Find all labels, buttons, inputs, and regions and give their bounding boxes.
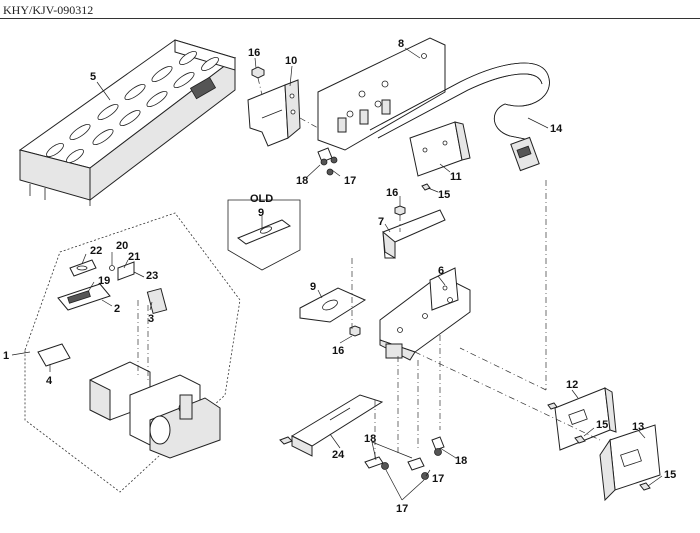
part-label-18: 18 [455, 455, 467, 467]
part-label-10: 10 [285, 55, 297, 67]
part-label-7: 7 [378, 216, 384, 228]
part-label-15: 15 [664, 469, 676, 481]
part-label-22: 22 [90, 245, 102, 257]
part-2-sensor-board [57, 283, 111, 311]
part-number-labels: 5 16 10 8 14 18 17 11 16 15 9 7 22 20 21… [3, 38, 676, 515]
part-label-2: 2 [114, 303, 120, 315]
part-18-17-fasteners-upper [317, 147, 338, 176]
part-label-13: 13 [632, 421, 644, 433]
part-label-19: 19 [98, 275, 110, 287]
document-code: KHY/KJV-090312 [3, 3, 94, 17]
part-label-9: 9 [258, 207, 264, 219]
part-label-24: 24 [332, 449, 345, 461]
part-label-11: 11 [450, 171, 462, 183]
part-label-12: 12 [566, 379, 578, 391]
part-label-16: 16 [248, 47, 260, 59]
part-label-17: 17 [432, 473, 444, 485]
part-label-14: 14 [550, 123, 563, 135]
part-label-17: 17 [396, 503, 408, 515]
group-1-boundary [24, 212, 241, 493]
part-12-bracket [547, 387, 617, 451]
part-14-cable-harness [369, 62, 550, 172]
drive-unit [89, 361, 221, 459]
part-label-21: 21 [128, 251, 140, 263]
alignment-lines [137, 77, 601, 458]
part-20-21-23-small-parts [109, 261, 168, 315]
leader-lines [11, 47, 663, 501]
part-11-plate [409, 121, 471, 177]
part-label-18: 18 [364, 433, 376, 445]
part-7-bracket [382, 205, 446, 259]
part-22-19-bracket [69, 259, 97, 277]
part-18-17-fasteners-lower [364, 436, 445, 480]
part-label-18: 18 [296, 175, 308, 187]
old-group [227, 199, 301, 271]
part-9-plate [299, 287, 367, 337]
screw-15-icon [574, 435, 586, 444]
part-10-bracket [247, 66, 301, 147]
part-label-4: 4 [46, 375, 53, 387]
part-24-rail [279, 394, 384, 457]
part-4-label [37, 343, 71, 367]
part-label-20: 20 [116, 240, 128, 252]
header-rule [0, 18, 700, 19]
part-label-16: 16 [332, 345, 344, 357]
part-label-23: 23 [146, 270, 158, 282]
screw-15-icon [639, 482, 651, 491]
header: KHY/KJV-090312 [0, 0, 700, 22]
part-6-main-bracket [379, 267, 471, 361]
part-label-15: 15 [596, 419, 608, 431]
old-group-label: OLD [250, 193, 273, 205]
part-label-3: 3 [148, 313, 154, 325]
part-label-5: 5 [90, 71, 96, 83]
part-label-6: 6 [438, 265, 444, 277]
part-13-bracket [599, 424, 661, 502]
part-label-16: 16 [386, 187, 398, 199]
part-8-plate [317, 37, 446, 151]
part-label-1: 1 [3, 350, 9, 362]
part-label-8: 8 [398, 38, 404, 50]
part-label-9: 9 [310, 281, 316, 293]
screw-15-icon [421, 183, 431, 191]
part-label-17: 17 [344, 175, 356, 187]
part-label-15: 15 [438, 189, 450, 201]
part-5-chassis [18, 39, 237, 206]
